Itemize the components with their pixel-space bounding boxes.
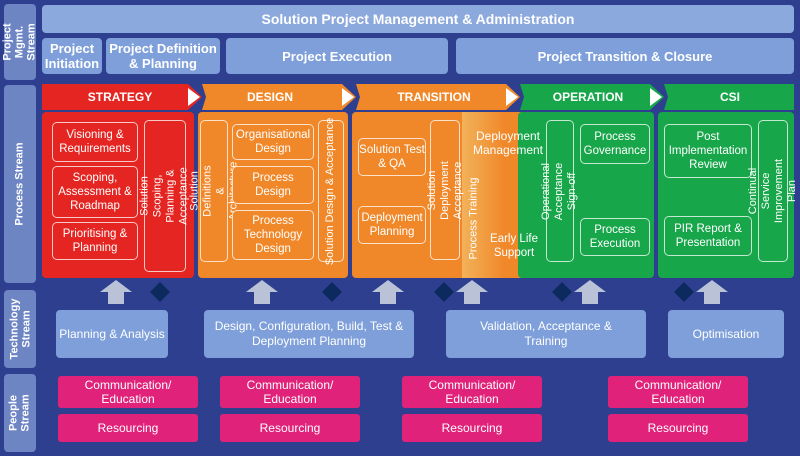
stream-label-text: Process Stream [14,142,27,226]
process-execution: Process Execution [580,218,650,256]
solution-deployment-acceptance: Solution Deployment Acceptance [426,120,464,260]
continual-service-improvement-plan: Continual Service Improvement Plan [747,120,798,262]
operation-arrow [520,84,664,110]
people-communication-4: Communication/ Education [608,376,748,408]
up-arrow-icon [456,280,488,304]
people-communication-3: Communication/ Education [402,376,542,408]
phase-operation-label: OPERATION [552,90,624,104]
solution-design-acceptance-label: Solution Design & Acceptance [324,117,337,265]
tech-design-build: Design, Configuration, Build, Test & Dep… [204,310,414,358]
early-life-support: Early Life Support [490,233,538,259]
pir-report-presentation: PIR Report & Presentation [664,216,752,256]
tech-validation-training: Validation, Acceptance & Training [446,310,646,358]
up-arrow-icon [574,280,606,304]
pm-title: Solution Project Management & Administra… [42,5,794,33]
pm-definition: Project Definition & Planning [106,38,220,74]
up-arrow-icon [246,280,278,304]
process-training-label: Process Training [467,177,480,259]
stream-label-pm: Project Mgmt. Stream [2,4,39,80]
phase-transition-label: TRANSITION [397,90,471,104]
phase-strategy-label: STRATEGY [87,90,153,104]
up-arrow-icon [100,280,132,304]
stream-label-technology: Technology Stream [4,290,36,368]
csi-arrow [664,84,794,110]
stream-label-people: People Stream [4,374,36,452]
transition-chevron [506,88,518,106]
design-chevron [342,88,354,106]
stream-label-process: Process Stream [4,85,36,283]
up-arrow-icon [372,280,404,304]
solution-scoping-acceptance: Solution Scoping, Planning & Acceptance [139,120,190,272]
strategy-chevron [188,88,200,106]
solution-design-acceptance: Solution Design & Acceptance [318,117,344,265]
transition-operation-blend [462,112,522,278]
tech-optimisation: Optimisation [668,310,784,358]
deployment-planning: Deployment Planning [358,206,426,244]
pm-initiation: Project Initiation [42,38,102,74]
connectors [100,280,728,304]
people-resourcing-4: Resourcing [608,414,748,442]
visioning-requirements: Visioning & Requirements [52,122,138,162]
people-communication-1: Communication/ Education [58,376,198,408]
up-arrow-icon [696,280,728,304]
transition-arrow [356,84,520,110]
diamond-icon [674,282,694,302]
people-resourcing-3: Resourcing [402,414,542,442]
pm-execution: Project Execution [226,38,448,74]
deployment-management: Deployment Management [472,129,544,157]
prioritising-planning: Prioritising & Planning [52,222,138,260]
post-implementation-review: Post Implementation Review [664,124,752,178]
solution-definitions-architecture: Solution Definitions & Architecture [188,120,239,262]
solution-deployment-acceptance-label: Solution Deployment Acceptance [425,160,464,220]
people-resourcing-1: Resourcing [58,414,198,442]
process-training: Process Training [464,170,484,266]
process-technology-design: Process Technology Design [232,210,314,260]
process-design: Process Design [232,166,314,204]
continual-service-improvement-label: Continual Service Improvement Plan [747,158,798,224]
organisational-design: Organisational Design [232,124,314,160]
stream-label-text: Technology Stream [8,298,33,360]
stream-label-text: Project Mgmt. Stream [2,23,39,61]
people-communication-2: Communication/ Education [220,376,360,408]
solution-test-qa: Solution Test & QA [358,138,426,176]
people-resourcing-2: Resourcing [220,414,360,442]
operational-acceptance-label: Operational Acceptance Sign-off [540,162,579,220]
phase-csi-label: CSI [719,90,740,104]
operation-chevron [650,88,662,106]
phase-arrow-bar [42,84,794,110]
operational-acceptance-signoff: Operational Acceptance Sign-off [541,120,579,262]
process-governance: Process Governance [580,124,650,164]
design-arrow [202,84,356,110]
diamond-icon [552,282,572,302]
phase-design-label: DESIGN [246,90,293,104]
pm-transition: Project Transition & Closure [456,38,794,74]
solution-scoping-acceptance-label: Solution Scoping, Planning & Acceptance [139,167,191,225]
diamond-icon [322,282,342,302]
stream-label-text: People Stream [8,394,33,432]
tech-planning-analysis: Planning & Analysis [56,310,168,358]
scoping-assessment-roadmap: Scoping, Assessment & Roadmap [52,166,138,218]
diamond-icon [150,282,170,302]
strategy-arrow [42,84,202,110]
diamond-icon [434,282,454,302]
